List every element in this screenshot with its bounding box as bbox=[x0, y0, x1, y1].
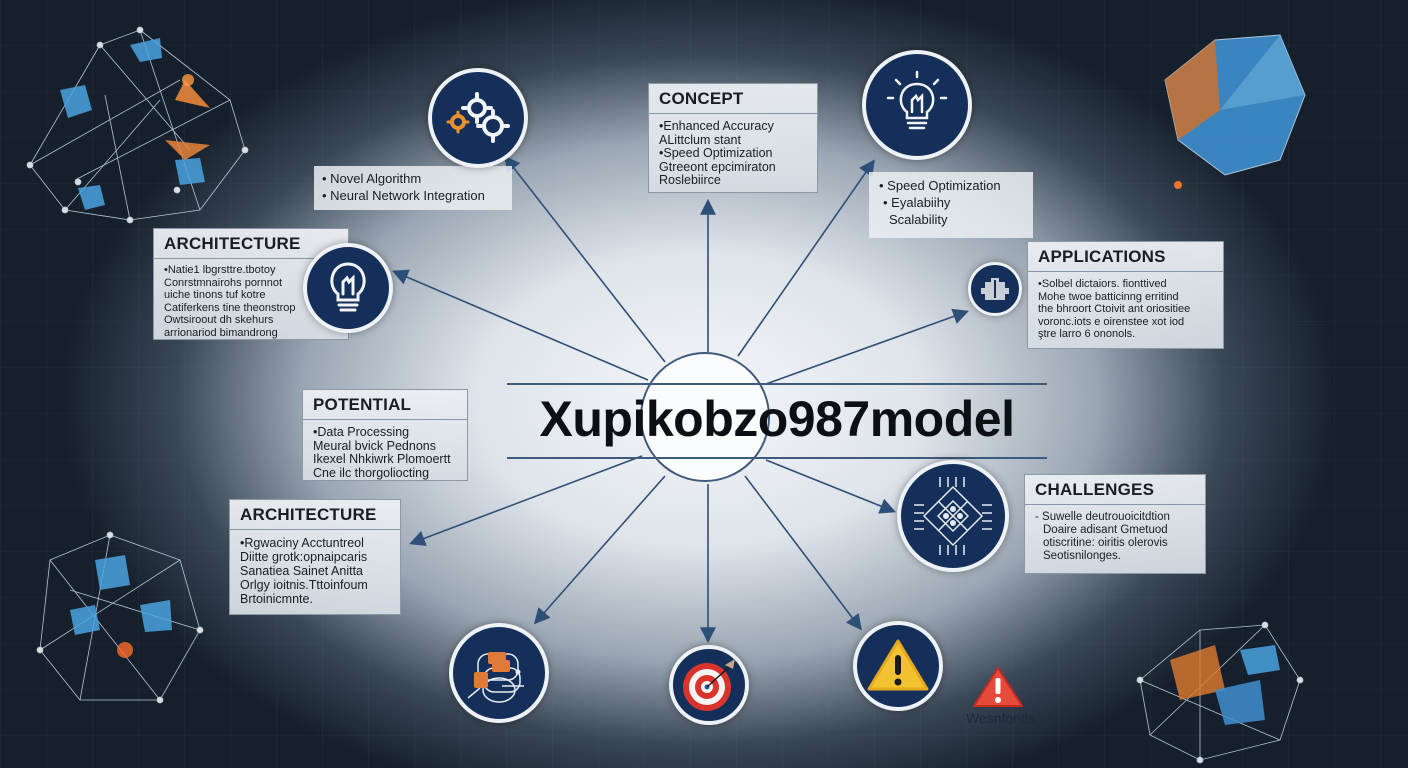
lightbulb-icon-left bbox=[303, 243, 393, 333]
architecture-item: Conrstmnairohs pornnot bbox=[164, 276, 283, 289]
potential-item: Meural bvick Pednons bbox=[313, 438, 436, 453]
puzzle-piece-icon bbox=[968, 262, 1022, 316]
feature-item: • Novel Algorithm bbox=[322, 171, 422, 186]
architecture-item: Brtoinicmnte. bbox=[240, 592, 313, 606]
circuit-chip-icon bbox=[897, 460, 1009, 572]
title-band bbox=[507, 383, 1047, 459]
feature-item: • Speed Optimization bbox=[879, 178, 1001, 193]
concept-box: CONCEPT Enhanced Accuracy ALittclum stan… bbox=[648, 83, 818, 193]
challenges-title: CHALLENGES bbox=[1025, 475, 1205, 505]
concept-item: Speed Optimization bbox=[659, 146, 807, 161]
applications-item: Mohe twoe batticinng erritind bbox=[1038, 290, 1179, 303]
gears-icon bbox=[428, 68, 528, 168]
flowchart-icon bbox=[449, 623, 549, 723]
warning-icon bbox=[853, 621, 943, 711]
architecture-item: Natie1 lbgrsttre.tbotoy bbox=[164, 264, 338, 277]
polyhedron-top-right bbox=[1164, 34, 1306, 189]
architecture-box-1: ARCHITECTURE Natie1 lbgrsttre.tbotoy Con… bbox=[153, 228, 349, 340]
applications-item: voronc.iots e oirenstee xot iod bbox=[1038, 315, 1185, 328]
architecture-item: Rgwaciny Acctuntreol bbox=[240, 536, 390, 550]
potential-item: Ikexel Nhkiwrk Plomoertt bbox=[313, 452, 451, 466]
lightbulb-icon-top bbox=[862, 50, 972, 160]
architecture-item: Diitte grotk:opnaipcaris bbox=[240, 550, 368, 564]
warning-label: Wesnfontls bbox=[966, 710, 1035, 726]
applications-item: Solbel dictaiors. fionttived bbox=[1038, 278, 1213, 291]
central-hub-circle bbox=[640, 352, 770, 482]
feature-item: • Eyalabiihy bbox=[883, 195, 951, 210]
challenges-item: Doaire adisant Gmetuod bbox=[1043, 524, 1168, 536]
target-icon bbox=[669, 645, 749, 725]
architecture-item: Orlgy ioitnis.Tttoinfoum bbox=[240, 578, 368, 592]
applications-item: ştre larro 6 ononols. bbox=[1038, 328, 1136, 340]
challenges-item: Seotisnilonges. bbox=[1043, 550, 1121, 562]
applications-title: APPLICATIONS bbox=[1028, 242, 1223, 272]
features-top-left-box: • Novel Algorithm • Neural Network Integ… bbox=[314, 166, 512, 210]
architecture-box-2: ARCHITECTURE Rgwaciny Acctuntreol Diitte… bbox=[229, 499, 401, 615]
challenges-item: otiscritine: oiritis olerovis bbox=[1043, 537, 1168, 549]
concept-item: Gtreeont epcimiraton bbox=[659, 159, 776, 174]
potential-item: Cne ilc thorgoliocting bbox=[313, 465, 430, 480]
potential-box: POTENTIAL Data Processing Meural bvick P… bbox=[302, 389, 468, 481]
architecture-item: uiche tinons tuf kotre bbox=[164, 289, 266, 301]
architecture-item: Sanatiea Sainet Anitta bbox=[240, 564, 364, 578]
central-title: Xupikobzo987model bbox=[539, 391, 1015, 447]
challenges-item: - Suwelle deutrouoicitdtion bbox=[1035, 511, 1170, 523]
architecture-item: arrionariod bimandrong bbox=[164, 326, 278, 339]
architecture-title: ARCHITECTURE bbox=[154, 229, 348, 259]
architecture-title: ARCHITECTURE bbox=[230, 500, 400, 530]
red-warning-icon bbox=[973, 667, 1023, 707]
concept-title: CONCEPT bbox=[649, 84, 817, 114]
concept-item: Enhanced Accuracy bbox=[659, 119, 807, 134]
feature-item: • Neural Network Integration bbox=[322, 188, 485, 203]
applications-item: the bhroort Ctoivit ant oriositiee bbox=[1038, 303, 1191, 315]
feature-item: Scalability bbox=[889, 212, 948, 227]
applications-box: APPLICATIONS Solbel dictaiors. fionttive… bbox=[1027, 241, 1224, 349]
concept-item: Roslebiirce bbox=[659, 173, 721, 187]
challenges-box: CHALLENGES - Suwelle deutrouoicitdtion D… bbox=[1024, 474, 1206, 574]
potential-item: Data Processing bbox=[313, 425, 457, 440]
concept-item: ALittclum stant bbox=[659, 132, 741, 147]
potential-title: POTENTIAL bbox=[303, 390, 467, 420]
architecture-item: Owtsiroout dh skehurs bbox=[164, 314, 274, 326]
features-top-right-box: • Speed Optimization • Eyalabiihy Scalab… bbox=[869, 172, 1033, 238]
architecture-item: Catiferkens tine theonstrop bbox=[164, 301, 296, 314]
